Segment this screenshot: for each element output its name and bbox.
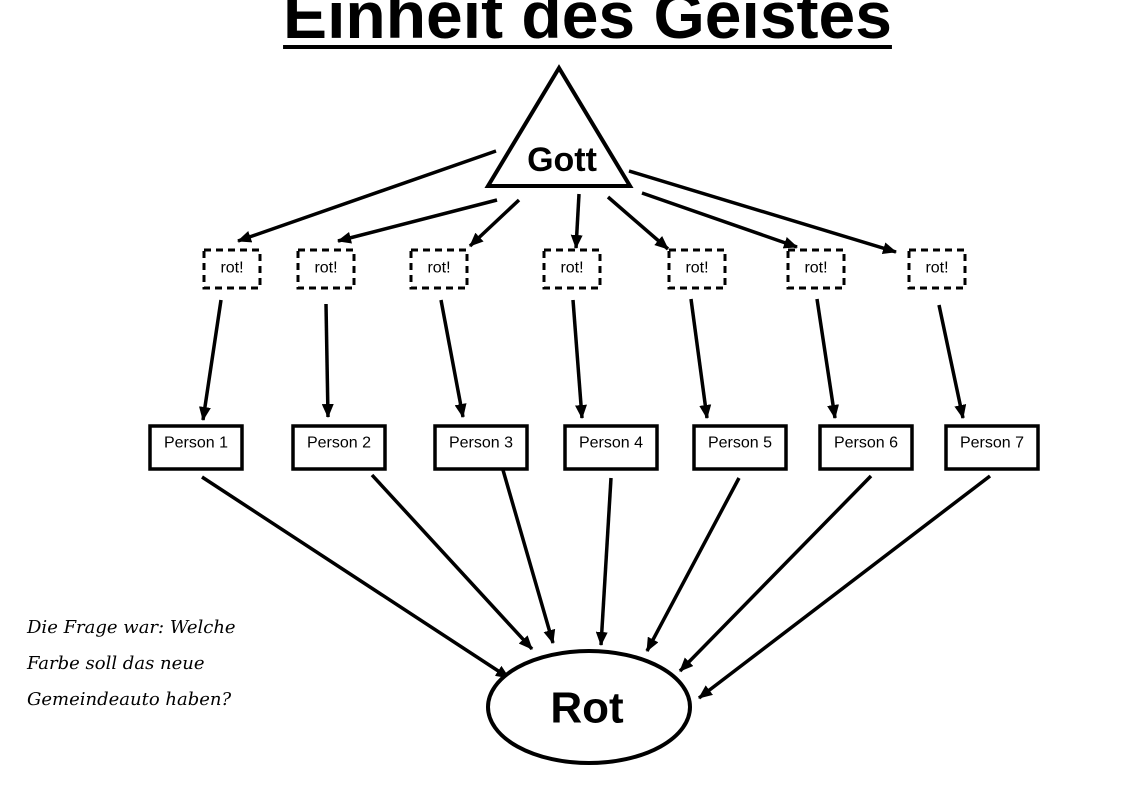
- person-box: [148, 424, 244, 471]
- arrow-person-to-result: [697, 474, 992, 700]
- person-box: [692, 424, 788, 471]
- triangle-node-shape: [484, 64, 634, 188]
- person-box: [818, 424, 914, 471]
- arrow-gott-to-message: [237, 149, 497, 243]
- arrow-person-to-result: [678, 474, 873, 673]
- person-label: Person 3: [449, 435, 513, 452]
- arrow-message-to-person: [815, 298, 839, 419]
- note-line: Gemeindeauto haben?: [27, 689, 232, 710]
- person-label: Person 4: [579, 435, 643, 452]
- message-box: [409, 248, 469, 290]
- arrow-gott-to-message: [337, 198, 498, 244]
- message-box: [786, 248, 846, 290]
- arrow-message-to-person: [937, 304, 967, 419]
- person-label: Person 1: [164, 435, 228, 452]
- message-label: rot!: [427, 260, 450, 277]
- person-label: Person 2: [307, 435, 371, 452]
- handwritten-note: Die Frage war: Welche Farbe soll das neu…: [27, 610, 267, 718]
- arrow-message-to-person: [321, 303, 334, 418]
- top-node-label: Gott: [527, 141, 597, 179]
- person-label: Person 7: [960, 435, 1024, 452]
- arrow-person-to-result: [645, 477, 741, 652]
- arrow-gott-to-message: [570, 193, 583, 249]
- arrow-gott-to-message: [606, 195, 670, 251]
- message-box: [296, 248, 356, 290]
- arrow-person-to-result: [201, 475, 510, 680]
- message-box: [202, 248, 262, 290]
- message-box: [667, 248, 727, 290]
- message-label: rot!: [220, 260, 243, 277]
- arrow-person-to-result: [370, 473, 534, 651]
- message-label: rot!: [314, 260, 337, 277]
- arrow-person-to-result: [595, 477, 613, 646]
- person-label: Person 5: [708, 435, 772, 452]
- message-label: rot!: [560, 260, 583, 277]
- arrow-gott-to-message: [628, 169, 897, 254]
- message-box: [542, 248, 602, 290]
- person-box: [563, 424, 659, 471]
- diagram-title: Einheit des Geistes: [283, 0, 892, 52]
- arrow-gott-to-message: [468, 198, 521, 248]
- result-node-shape: [486, 649, 692, 765]
- person-box: [944, 424, 1040, 471]
- arrow-message-to-person: [198, 299, 223, 421]
- person-label: Person 6: [834, 435, 898, 452]
- message-label: rot!: [925, 260, 948, 277]
- person-box: [291, 424, 387, 471]
- arrow-message-to-person: [439, 299, 467, 418]
- arrow-message-to-person: [689, 298, 712, 419]
- message-box: [907, 248, 967, 290]
- note-line: Die Frage war: Welche: [27, 617, 236, 638]
- result-node-label: Rot: [550, 684, 624, 733]
- arrow-message-to-person: [571, 299, 587, 419]
- person-box: [433, 424, 529, 471]
- arrow-gott-to-message: [641, 191, 798, 249]
- message-label: rot!: [685, 260, 708, 277]
- arrow-person-to-result: [501, 469, 556, 644]
- message-label: rot!: [804, 260, 827, 277]
- note-line: Farbe soll das neue: [27, 653, 205, 674]
